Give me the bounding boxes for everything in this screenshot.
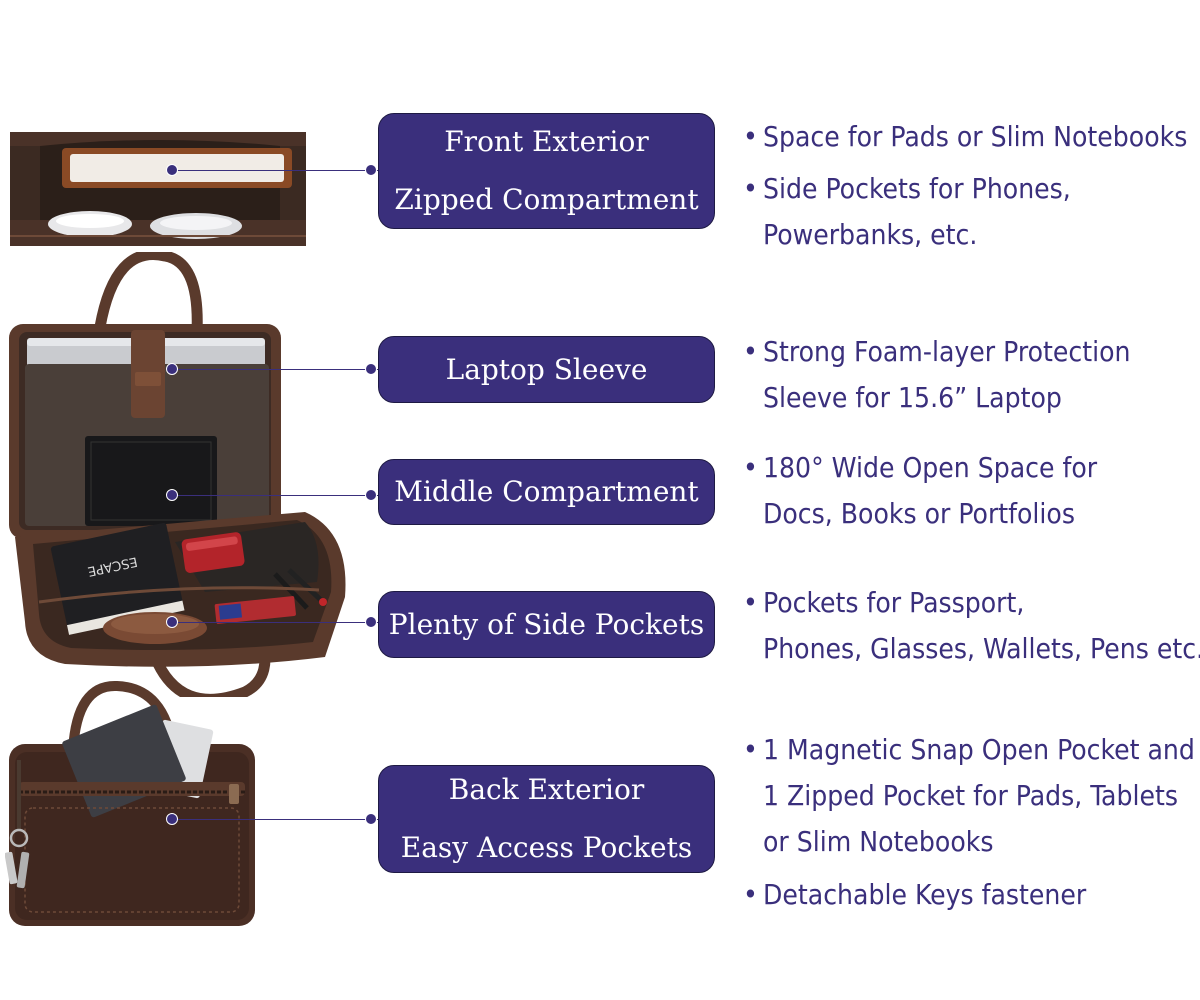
callout-line-side (172, 622, 378, 623)
label-laptop-sleeve: Laptop Sleeve (378, 336, 715, 403)
callout-dot-back-end (365, 813, 377, 825)
callout-dot-front (166, 164, 178, 176)
feature-line: Strong Foam-layer Protection (763, 335, 1131, 368)
callout-dot-middle-end (365, 489, 377, 501)
label-side-pockets-line-1: Plenty of Side Pockets (388, 607, 705, 641)
front-compartment-photo (10, 132, 306, 246)
feature-line: Pockets for Passport, (763, 586, 1025, 619)
callout-line-laptop (172, 369, 378, 370)
callout-line-middle (172, 495, 378, 496)
feature-front-1: • Space for Pads or Slim Notebooks (743, 114, 1187, 160)
feature-line: Detachable Keys fastener (763, 878, 1087, 911)
callout-dot-laptop (166, 363, 178, 375)
label-front-exterior-line-1: Front Exterior (444, 125, 649, 158)
bullet-icon: • (743, 172, 758, 205)
feature-back-2: • Detachable Keys fastener (743, 872, 1086, 918)
feature-front-2: • Side Pockets for Phones, Powerbanks, e… (743, 166, 1071, 258)
label-side-pockets: Plenty of Side Pockets (378, 591, 715, 658)
label-middle-compartment: Middle Compartment (378, 459, 715, 525)
feature-back-1: • 1 Magnetic Snap Open Pocket and 1 Zipp… (743, 727, 1195, 865)
bullet-icon: • (743, 451, 758, 484)
callout-dot-side-end (365, 616, 377, 628)
callout-dot-front-end (365, 164, 377, 176)
label-front-exterior: Front Exterior Zipped Compartment (378, 113, 715, 229)
feature-line: Phones, Glasses, Wallets, Pens etc. (763, 632, 1200, 665)
label-back-exterior-line-1: Back Exterior (448, 773, 645, 806)
label-back-exterior-line-2: Easy Access Pockets (400, 831, 693, 864)
callout-dot-side (166, 616, 178, 628)
label-back-exterior: Back Exterior Easy Access Pockets (378, 765, 715, 873)
feature-laptop-1: • Strong Foam-layer Protection Sleeve fo… (743, 329, 1130, 421)
feature-line: Docs, Books or Portfolios (763, 497, 1075, 530)
callout-line-back (172, 819, 378, 820)
feature-line: Sleeve for 15.6” Laptop (763, 381, 1062, 414)
bullet-icon: • (743, 733, 758, 766)
callout-dot-middle (166, 489, 178, 501)
callout-dot-laptop-end (365, 363, 377, 375)
feature-line: Space for Pads or Slim Notebooks (763, 120, 1188, 153)
bullet-icon: • (743, 335, 758, 368)
feature-side-1: • Pockets for Passport, Phones, Glasses,… (743, 580, 1200, 672)
feature-line: Side Pockets for Phones, (763, 172, 1071, 205)
bullet-icon: • (743, 878, 758, 911)
feature-line: 180° Wide Open Space for (763, 451, 1098, 484)
open-bag-interior-photo: ESCAPE (9, 252, 346, 697)
callout-line-front (172, 170, 378, 171)
feature-middle-1: • 180° Wide Open Space for Docs, Books o… (743, 445, 1097, 537)
feature-line: or Slim Notebooks (763, 825, 994, 858)
feature-line: Powerbanks, etc. (763, 218, 978, 251)
back-exterior-photo (5, 680, 255, 926)
label-middle-compartment-line-1: Middle Compartment (394, 475, 699, 508)
callout-dot-back (166, 813, 178, 825)
feature-line: 1 Zipped Pocket for Pads, Tablets (763, 779, 1178, 812)
label-laptop-sleeve-line-1: Laptop Sleeve (445, 352, 648, 386)
bullet-icon: • (743, 586, 758, 619)
bullet-icon: • (743, 120, 758, 153)
feature-line: 1 Magnetic Snap Open Pocket and (763, 733, 1195, 766)
label-front-exterior-line-2: Zipped Compartment (394, 183, 699, 216)
